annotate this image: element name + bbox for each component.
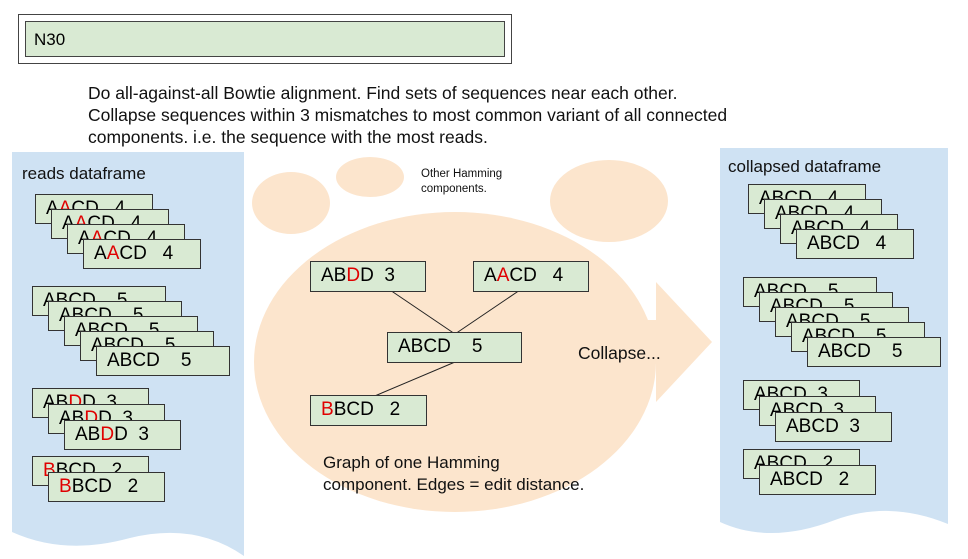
mismatch-char: B bbox=[321, 399, 334, 420]
read-card: ABDD 3 bbox=[64, 420, 181, 450]
mismatch-char: D bbox=[100, 424, 115, 445]
other-components-label: Other Hamming components. bbox=[421, 168, 503, 195]
node-text-post: BCD 2 bbox=[333, 399, 401, 420]
card-text-post: D 3 bbox=[114, 424, 149, 445]
collapsed-card: ABCD 5 bbox=[807, 337, 941, 367]
node-text-pre: ABCD 5 bbox=[398, 336, 483, 357]
card-text-pre: AB bbox=[75, 424, 101, 445]
graph-edge bbox=[454, 289, 521, 335]
mismatch-char: D bbox=[346, 265, 361, 286]
collapsed-card: ABCD 4 bbox=[796, 229, 914, 259]
card-text-post: CD 4 bbox=[119, 243, 174, 264]
collapse-label: Collapse... bbox=[578, 343, 661, 363]
mismatch-char: A bbox=[496, 265, 510, 286]
graph-node: BBCD 2 bbox=[310, 395, 427, 426]
node-text-pre: AB bbox=[321, 265, 347, 286]
card-text-pre: ABCD 5 bbox=[107, 350, 192, 371]
description-text: Do all-against-all Bowtie alignment. Fin… bbox=[88, 83, 728, 147]
graph-node-center: ABCD 5 bbox=[387, 332, 522, 363]
hamming-component-blob bbox=[336, 157, 404, 197]
mismatch-char: A bbox=[106, 243, 120, 264]
collapsed-dataframe-label: collapsed dataframe bbox=[728, 157, 882, 176]
node-text-post: D 3 bbox=[360, 265, 395, 286]
graph-node: ABDD 3 bbox=[310, 261, 426, 292]
collapsed-card: ABCD 3 bbox=[775, 412, 892, 442]
card-text-post: BCD 2 bbox=[71, 476, 139, 497]
graph-edge bbox=[369, 361, 456, 399]
graph-edge bbox=[389, 289, 456, 335]
hamming-component-blob bbox=[550, 160, 668, 242]
graph-caption: Graph of one Hamming component. Edges = … bbox=[323, 453, 585, 494]
read-card: ABCD 5 bbox=[96, 346, 230, 376]
title-box: N30 bbox=[18, 14, 512, 64]
graph-node: AACD 4 bbox=[473, 261, 589, 292]
node-text-post: CD 4 bbox=[509, 265, 564, 286]
collapsed-card: ABCD 2 bbox=[759, 465, 876, 495]
read-card: BBCD 2 bbox=[48, 472, 165, 502]
mismatch-char: B bbox=[59, 476, 72, 497]
hamming-component-blob bbox=[252, 172, 330, 234]
page-title: N30 bbox=[25, 21, 505, 57]
card-text-pre: A bbox=[94, 243, 107, 264]
node-text-pre: A bbox=[484, 265, 497, 286]
read-card: AACD 4 bbox=[83, 239, 201, 269]
reads-dataframe-label: reads dataframe bbox=[22, 164, 146, 183]
